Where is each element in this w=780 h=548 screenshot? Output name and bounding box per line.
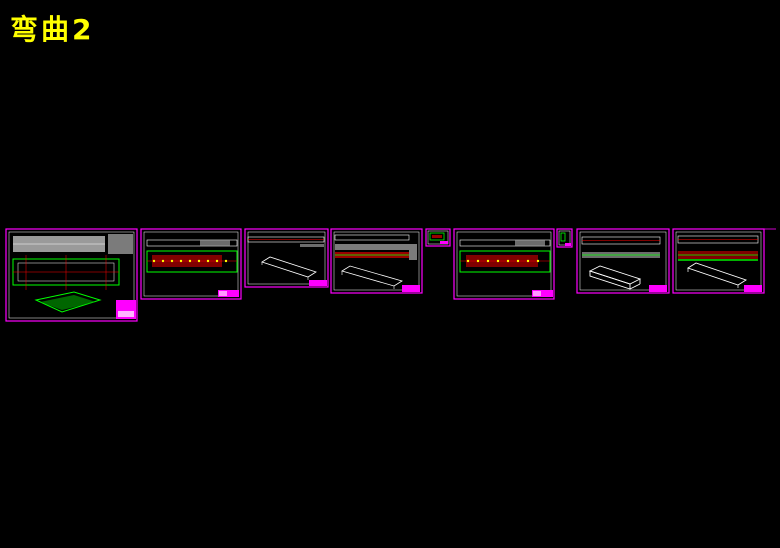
title-block [744, 285, 762, 292]
drawing-sheet-6[interactable] [453, 228, 555, 300]
title-block [532, 290, 553, 297]
hole-pattern [152, 259, 228, 263]
title-block [309, 280, 327, 286]
drawing-title: 弯曲2 [10, 13, 95, 46]
side-view [108, 234, 133, 254]
drawing-sheet-9[interactable] [672, 228, 765, 294]
iso-bar-view [261, 256, 317, 278]
drawing-sheet-8[interactable] [576, 228, 670, 294]
drawing-sheet-2[interactable] [140, 228, 242, 300]
title-block [649, 285, 667, 292]
iso-bar-view [341, 265, 403, 287]
iso-assembly-view [34, 291, 102, 313]
title-block [402, 285, 420, 292]
drawing-sheet-5[interactable] [425, 228, 451, 247]
iso-block-view [588, 265, 642, 285]
title-block [218, 290, 239, 297]
drawing-sheet-7[interactable] [556, 228, 573, 248]
drawing-sheet-4[interactable] [330, 228, 423, 294]
drawing-sheet-3[interactable] [244, 228, 329, 288]
drawing-sheet-1[interactable] [5, 228, 138, 322]
hole-pattern [466, 259, 540, 263]
iso-bar-view [686, 262, 748, 286]
